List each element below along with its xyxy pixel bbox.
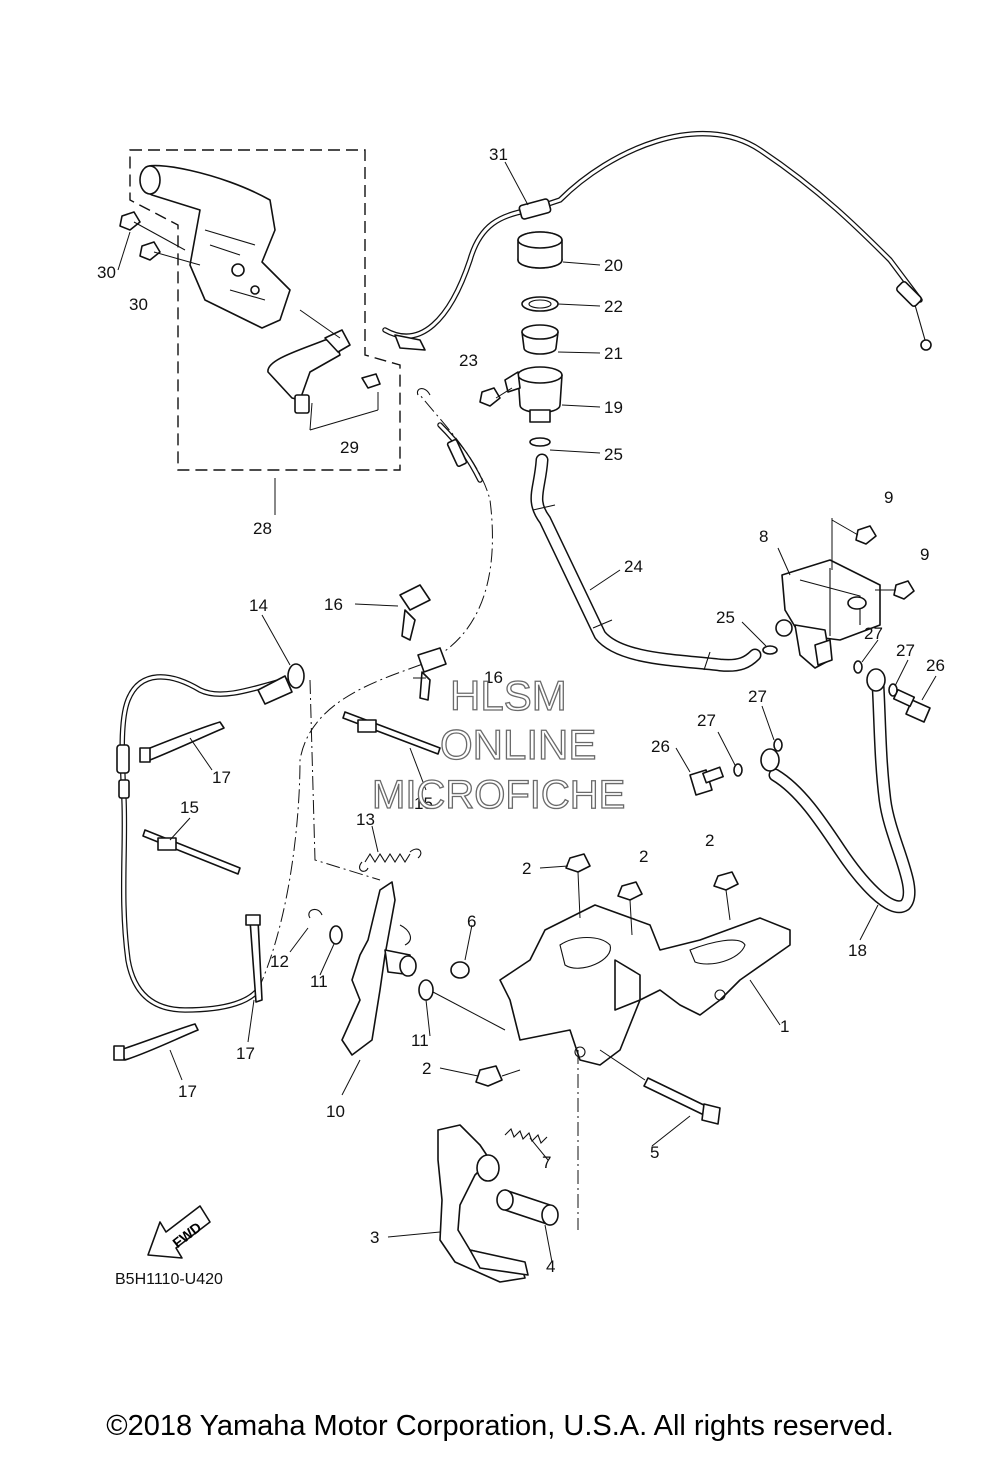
pedal-bracket-1 xyxy=(499,904,791,1066)
callout-2-b: 2 xyxy=(639,847,648,866)
callout-5: 5 xyxy=(650,1143,659,1162)
hose-clamp-25-lower xyxy=(762,645,778,655)
bolt-5 xyxy=(599,1049,721,1125)
callout-24: 24 xyxy=(624,557,643,576)
diaphragm-plate-22 xyxy=(521,296,559,312)
callout-9-upper: 9 xyxy=(884,488,893,507)
cable-tie-17-mid xyxy=(245,914,263,1003)
callout-2-c: 2 xyxy=(705,831,714,850)
figure-code: B5H1110-U420 xyxy=(115,1271,223,1288)
bolt-30-lower xyxy=(139,241,201,266)
callout-11-left: 11 xyxy=(310,972,328,991)
parking-brake-cable-31 xyxy=(382,131,932,351)
bolt-9-lower xyxy=(875,580,915,600)
reservoir-cap-20 xyxy=(517,231,563,269)
callout-25-upper: 25 xyxy=(604,445,623,464)
brake-arm-10 xyxy=(341,881,417,1056)
pivot-shaft-4 xyxy=(496,1189,559,1226)
washer-11-right xyxy=(418,979,506,1031)
callout-27-c: 27 xyxy=(748,687,767,706)
circlip-12 xyxy=(308,908,323,919)
callout-30-upper: 30 xyxy=(97,263,116,282)
callout-27-d: 27 xyxy=(697,711,716,730)
washer-11-left xyxy=(329,925,343,945)
callout-2-d: 2 xyxy=(422,1059,431,1078)
union-bolt-26-right xyxy=(892,688,931,723)
callout-12: 12 xyxy=(270,952,289,971)
diaphragm-21 xyxy=(521,324,559,355)
callout-11-right: 11 xyxy=(411,1031,429,1050)
watermark-line-2: ONLINE xyxy=(440,721,596,768)
callout-27-b: 27 xyxy=(896,641,915,660)
watermark-line-1: HLSM xyxy=(450,672,567,719)
parking-brake-lever xyxy=(139,164,291,329)
callout-8: 8 xyxy=(759,527,768,546)
callout-13: 13 xyxy=(356,810,375,829)
callout-16-lower: 16 xyxy=(484,668,503,687)
union-bolt-26-left xyxy=(689,766,724,796)
switch-assembly-29 xyxy=(267,309,381,431)
callout-17-upper: 17 xyxy=(212,768,231,787)
callout-6: 6 xyxy=(467,912,476,931)
callout-27-a: 27 xyxy=(864,624,883,643)
spring-7 xyxy=(504,1128,548,1144)
callout-22: 22 xyxy=(604,297,623,316)
callout-10: 10 xyxy=(326,1102,345,1121)
group-28-dashed-outline xyxy=(129,149,401,471)
clamp-16-upper xyxy=(354,584,431,641)
callout-31: 31 xyxy=(489,145,508,164)
spring-13 xyxy=(359,848,422,872)
bolt-23 xyxy=(479,387,513,407)
callout-labels: 31 20 22 21 23 19 25 24 30 30 29 28 9 9 … xyxy=(97,145,945,1276)
callout-2-a: 2 xyxy=(522,859,531,878)
callout-29: 29 xyxy=(340,438,359,457)
brake-pedal-3 xyxy=(437,1124,529,1283)
callout-3: 3 xyxy=(370,1228,379,1247)
callout-19: 19 xyxy=(604,398,623,417)
callout-20: 20 xyxy=(604,256,623,275)
brake-cable-14 xyxy=(116,663,381,1013)
watermark: HLSM ONLINE MICROFICHE xyxy=(371,671,626,817)
cable-tie-17-upper xyxy=(139,721,225,763)
gaskets-27 xyxy=(733,660,898,777)
callout-17-lower: 17 xyxy=(178,1082,197,1101)
reservoir-19 xyxy=(504,366,563,423)
callout-30-lower: 30 xyxy=(129,295,148,314)
callout-18: 18 xyxy=(848,941,867,960)
bolt-30-upper xyxy=(119,211,186,251)
hose-clamp-25-upper xyxy=(529,437,551,447)
callout-21: 21 xyxy=(604,344,623,363)
callout-17-mid: 17 xyxy=(236,1044,255,1063)
cable-end-upper xyxy=(416,388,483,483)
collar-6 xyxy=(450,961,470,979)
clamp-16-lower xyxy=(417,647,447,701)
brake-hose-18 xyxy=(760,668,916,914)
callout-26-right: 26 xyxy=(926,656,945,675)
callout-28: 28 xyxy=(253,519,272,538)
watermark-line-3: MICROFICHE xyxy=(372,773,625,817)
reservoir-hose-24 xyxy=(530,453,762,672)
master-cylinder-8 xyxy=(775,518,881,669)
callout-7: 7 xyxy=(542,1153,551,1172)
callout-26-left: 26 xyxy=(651,737,670,756)
callout-15-right: 15 xyxy=(414,794,433,813)
cable-tie-17-lower xyxy=(113,1023,199,1061)
cable-tie-15-right xyxy=(342,711,441,755)
callout-4: 4 xyxy=(546,1257,555,1276)
bolt-9-upper xyxy=(831,519,877,545)
callout-14: 14 xyxy=(249,596,268,615)
callout-16-upper: 16 xyxy=(324,595,343,614)
callout-15-left: 15 xyxy=(180,798,199,817)
callout-25-lower: 25 xyxy=(716,608,735,627)
callout-23: 23 xyxy=(459,351,478,370)
callout-1: 1 xyxy=(780,1017,789,1036)
cable-tie-15-left xyxy=(142,829,241,875)
callout-9-lower: 9 xyxy=(920,545,929,564)
callout-leaders xyxy=(117,161,937,1263)
bolts-2 xyxy=(475,853,739,1087)
copyright-notice: ©2018 Yamaha Motor Corporation, U.S.A. A… xyxy=(106,1410,894,1442)
fwd-arrow-icon: FWD xyxy=(147,1205,211,1259)
